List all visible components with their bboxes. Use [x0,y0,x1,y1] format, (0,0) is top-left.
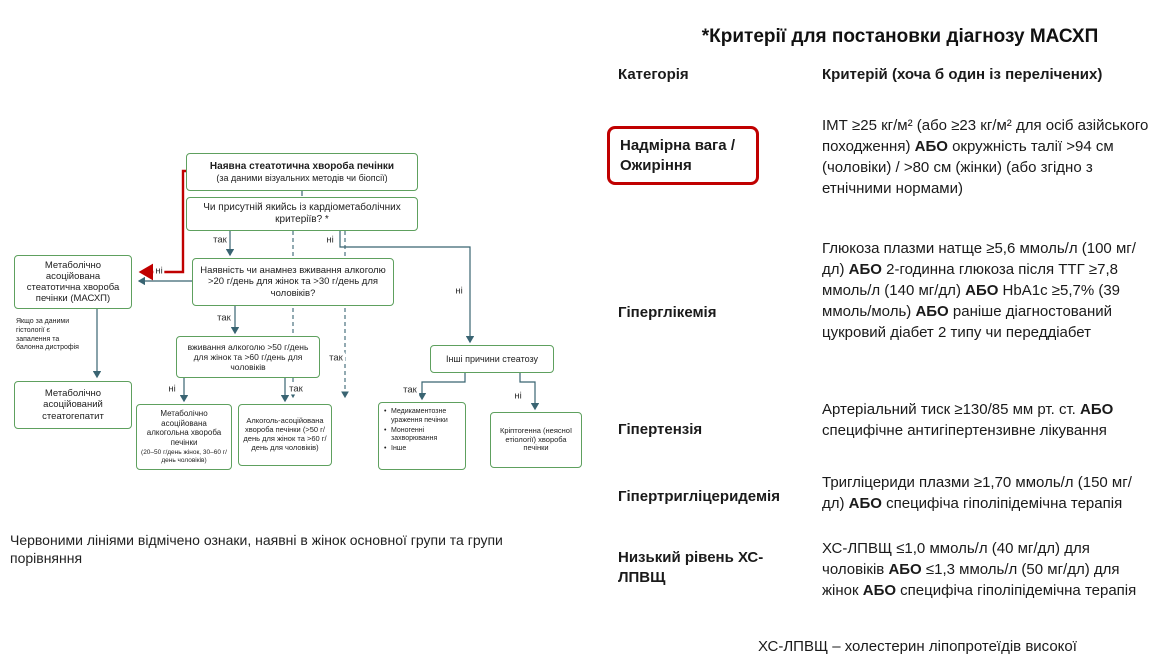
node-metald-text: Метаболічно асоційована алкогольна хворо… [146,409,222,447]
criterion-hyperglycemia: Глюкоза плазми натще ≥5,6 ммоль/л (100 м… [822,240,1136,341]
connector-q1-no-other-causes [339,231,475,344]
connector-other-yes-etiology [417,373,466,401]
category-hypertriglyceridemia: Гіпертригліцеридемія [618,488,780,505]
node-ald: Алкоголь-асоційована хвороба печінки (>5… [238,404,332,466]
etiology-item: Медикаментозне ураження печінки [384,408,460,426]
node-masld: Метаболічно асоційована стеатотична хвор… [14,255,132,309]
node-alcohol20-question-text: Наявність чи анамнез вживання алкоголю >… [200,265,386,299]
etiology-item: Інше [384,445,460,454]
edge-label-yes: так [327,352,345,364]
column-header-category: Категорія [618,66,689,83]
criterion-overweight: ІМТ ≥25 кг/м² (або ≥23 кг/м² для осіб аз… [822,117,1149,197]
node-alcohol50-question: вживання алкоголю >50 г/день для жінок т… [176,336,320,378]
node-other-causes: Інші причини стеатозу [430,345,554,373]
edge-label-no: ні [324,234,336,246]
histology-note-text: Якщо за даними гістології є запалення та… [16,318,79,352]
column-header-criterion: Критерій (хоча б один із перелічених) [822,66,1103,83]
node-specific-etiology: Медикаментозне ураження печінки Моногенн… [378,402,466,470]
node-cardiometabolic-question: Чи присутній якийсь із кардіометаболічни… [186,197,418,231]
edge-label-no: ні [153,265,165,277]
node-metald: Метаболічно асоційована алкогольна хворо… [136,404,232,470]
edge-label-no: ні [166,383,178,395]
node-steatosis-present-title: Наявна стеатотична хвороба печінки [209,160,395,172]
criteria-table-title: *Критерії для постановки діагнозу МАСХП [701,26,1099,47]
edge-label-yes: так [215,312,233,324]
histology-note: Якщо за даними гістології є запалення та… [16,318,82,353]
criterion-hypertension: Артеріальний тиск ≥130/85 мм рт. ст. АБО… [822,401,1114,439]
category-hyperglycemia: Гіперглікемія [618,304,717,321]
node-masld-text: Метаболічно асоційована стеатотична хвор… [26,259,120,305]
criterion-low-hdl: ХС-ЛПВЩ ≤1,0 ммоль/л (40 мг/дл) для чоло… [822,540,1137,599]
node-alcohol50-question-text: вживання алкоголю >50 г/день для жінок т… [187,341,309,372]
connector-other-no-cryptogenic [519,373,540,411]
node-cardiometabolic-question-text: Чи присутній якийсь із кардіометаболічни… [203,202,401,225]
red-lines-caption: Червоними лініями відмічено ознаки, наяв… [10,532,503,567]
node-mash: Метаболічно асоційований стеатогепатит [14,381,132,429]
node-metald-subtext: (20–50 г/день жінок, 30–60 г/день чолові… [141,449,227,464]
edge-label-yes: так [287,383,305,395]
node-mash-text: Метаболічно асоційований стеатогепатит [42,388,104,422]
node-alcohol20-question: Наявність чи анамнез вживання алкоголю >… [192,258,394,306]
connector-red-highlight [138,169,186,281]
node-steatosis-present: Наявна стеатотична хвороба печінки (за д… [186,153,418,191]
etiology-list: Медикаментозне ураження печінки Моногенн… [384,407,460,455]
edge-label-no: ні [453,285,465,297]
node-ald-text: Алкоголь-асоційована хвороба печінки (>5… [243,416,327,452]
etiology-item: Моногенні захворювання [384,427,460,445]
criterion-hypertriglyceridemia: Тригліцериди плазми ≥1,70 ммоль/л (150 м… [822,474,1132,512]
hdl-footnote: ХС-ЛПВЩ – холестерин ліпопротеїдів висок… [758,638,1077,655]
category-low-hdl: Низький рівень ХС-ЛПВЩ [618,549,764,586]
edge-label-no: ні [512,390,524,402]
node-cryptogenic-text: Кріптогенна (неясної етіології) хвороба … [499,425,573,453]
node-cryptogenic: Кріптогенна (неясної етіології) хвороба … [490,412,582,468]
edge-label-yes: так [401,384,419,396]
node-steatosis-present-subtitle: (за даними візуальних методів чи біопсії… [216,172,388,183]
edge-label-yes: так [211,234,229,246]
node-other-causes-text: Інші причини стеатозу [445,353,539,364]
category-overweight-highlighted: Надмірна вага / Ожиріння [607,126,759,185]
category-hypertension: Гіпертензія [618,421,703,438]
